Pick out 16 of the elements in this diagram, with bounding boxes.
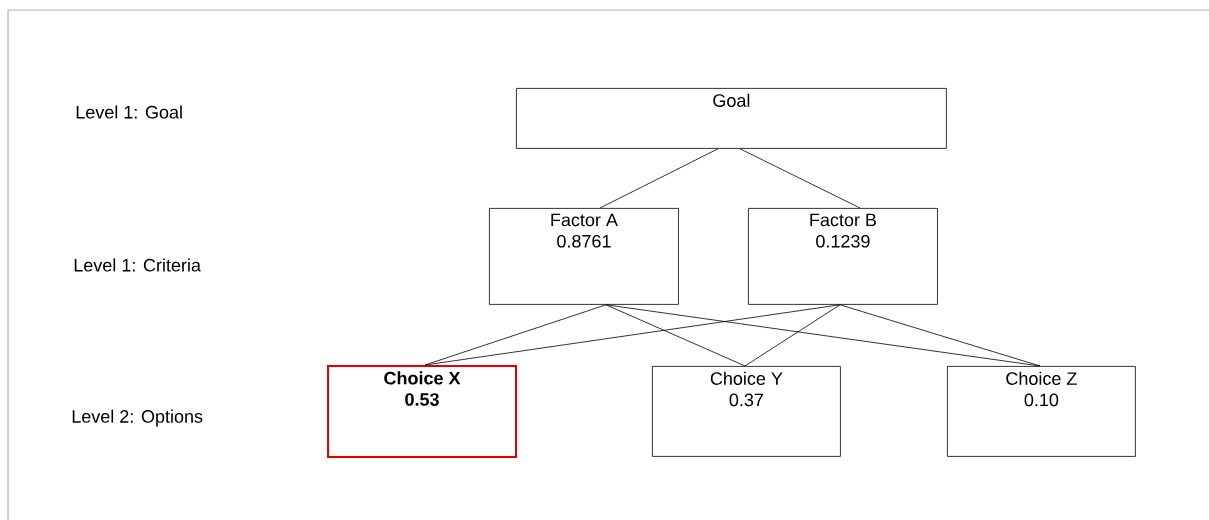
connector-line — [424, 304, 841, 366]
connector-line — [744, 304, 841, 367]
process-box: Choice Z 0.10 — [947, 366, 1136, 457]
level-label: Level 2: Options — [72, 409, 203, 427]
connector-line — [839, 304, 1041, 367]
process-box: Factor B 0.1239 — [748, 208, 938, 305]
process-box: Choice Y 0.37 — [652, 366, 841, 457]
connector-line — [605, 304, 746, 367]
connector-line — [599, 148, 719, 209]
process-box: Factor A 0.8761 — [489, 208, 679, 305]
process-box: Goal — [516, 88, 947, 149]
level-label: Level 1: Goal — [76, 105, 182, 119]
connector-line — [424, 304, 607, 366]
level-label: Level 1: Criteria — [74, 258, 201, 272]
connector-line — [739, 148, 861, 209]
highlighted-box: Choice X 0.53 — [327, 365, 517, 458]
